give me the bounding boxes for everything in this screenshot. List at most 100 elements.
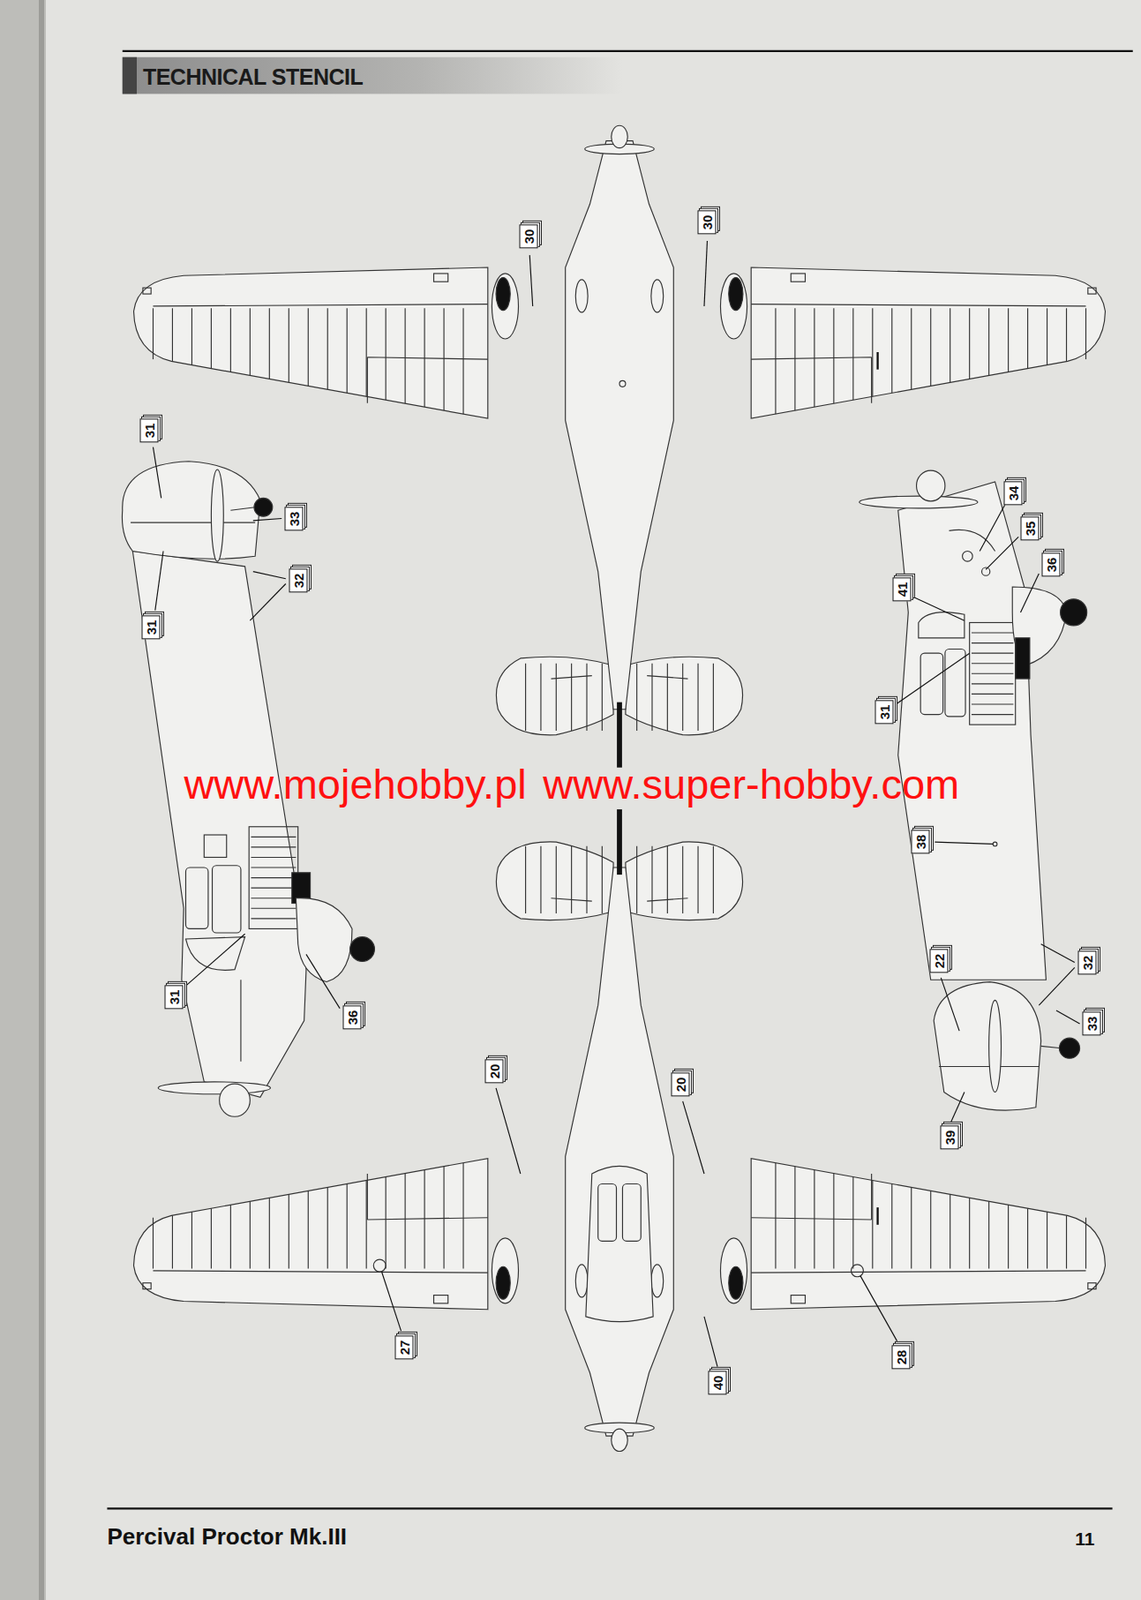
wing-rib: [230, 307, 232, 372]
left-side-view: [295, 898, 353, 983]
tail-rib: [697, 663, 699, 731]
top-view: [1088, 287, 1096, 294]
watermark: www.mojehobby.pl: [183, 759, 526, 809]
leader-line: [253, 571, 286, 579]
wing-rib: [191, 307, 193, 365]
bottom-view-details: [373, 1259, 386, 1272]
left-side-view: [132, 551, 307, 1098]
callout-number: 32: [288, 569, 308, 594]
top-view: [625, 656, 744, 736]
bottom-view-details: [598, 1184, 617, 1242]
illustration: [106, 51, 1133, 1509]
top-view: [790, 273, 805, 282]
wing-rib: [813, 307, 815, 407]
callout-number: 31: [164, 985, 183, 1010]
top-view: [491, 273, 518, 339]
top-view: [434, 273, 449, 282]
right-side-view: [945, 649, 966, 717]
book-gutter: [38, 0, 45, 1600]
right-side-view: [916, 470, 946, 502]
wing-rib: [366, 307, 368, 397]
wing-rib: [833, 307, 834, 404]
header-rule: [122, 51, 1134, 95]
book-gutter: [0, 0, 46, 1600]
wing-rib: [852, 307, 854, 400]
leader-line: [913, 597, 965, 622]
wing-rib: [1065, 307, 1067, 361]
callout-number: 20: [484, 1059, 503, 1084]
callout-number: 30: [698, 210, 717, 235]
top-view: [611, 125, 629, 148]
wing-rib: [152, 307, 154, 360]
leader-line: [185, 933, 245, 986]
leader-line: [683, 1101, 705, 1174]
top-view: [651, 279, 664, 313]
wing-rib: [930, 307, 931, 386]
top-view: [750, 304, 1086, 307]
left-side-view: [240, 979, 241, 1062]
wing-rib: [1007, 307, 1009, 372]
tail-rib: [570, 663, 572, 731]
wing-rib: [172, 307, 173, 361]
wing-rib: [249, 307, 251, 376]
tail-rib: [682, 663, 684, 731]
right-side-view: [1041, 1045, 1062, 1048]
left-side-view: [130, 522, 256, 524]
header-rule: [122, 57, 137, 95]
wing-rib: [405, 307, 406, 404]
left-side-view: [185, 867, 208, 929]
leader-line: [155, 551, 164, 611]
wing-rib: [346, 307, 348, 393]
right-side-view: [962, 551, 974, 563]
callout-number: 35: [1020, 517, 1039, 541]
wing-rib: [774, 307, 776, 414]
right-side-view: [859, 495, 978, 509]
tail-rib: [601, 663, 603, 731]
tail-rib: [636, 663, 638, 731]
leader-line: [1041, 944, 1075, 963]
callout-number: 31: [874, 700, 894, 725]
wing-rib: [1046, 307, 1048, 365]
leader-line: [495, 1088, 521, 1174]
wing-rib: [307, 307, 309, 386]
top-view: [728, 277, 744, 311]
wing-rib: [385, 307, 387, 400]
wing-rib: [269, 307, 271, 379]
right-side-view: [949, 529, 996, 551]
left-side-view: [254, 497, 273, 517]
page-number: 11: [1074, 1528, 1095, 1550]
left-side-view: [157, 1081, 271, 1095]
right-side-view: [918, 612, 965, 639]
wing-rib: [424, 307, 426, 407]
callout-number: 36: [1042, 552, 1061, 577]
leader-line: [253, 518, 282, 521]
tail-rib: [713, 663, 714, 731]
leader-line: [1056, 1010, 1081, 1024]
right-side-view: [938, 1065, 1039, 1067]
wing-rib: [210, 307, 212, 368]
wing-rib: [442, 307, 444, 411]
tail-rib: [540, 663, 541, 731]
callout-number: 31: [139, 419, 158, 443]
top-view: [876, 352, 879, 370]
top-view: [619, 380, 626, 387]
callout-number: 27: [394, 1335, 413, 1359]
watermark: www.super-hobby.com: [542, 759, 960, 809]
left-side-view: [250, 836, 296, 919]
right-side-view: [1015, 638, 1030, 679]
tail-rib: [667, 663, 669, 731]
callout-number: 30: [519, 225, 539, 249]
leader-line: [951, 1091, 965, 1122]
leader-line: [1020, 573, 1040, 613]
leader-line: [895, 653, 969, 705]
wing-rib: [462, 307, 464, 414]
wing-rib: [891, 307, 893, 393]
callout-number: 28: [892, 1345, 911, 1370]
footer-rule: [106, 1508, 1112, 1509]
footer-rule: [106, 1507, 1112, 1509]
right-side-view: [982, 567, 991, 576]
left-side-view: [219, 1083, 251, 1117]
top-view: [575, 279, 588, 313]
leader-line: [1038, 967, 1074, 1006]
